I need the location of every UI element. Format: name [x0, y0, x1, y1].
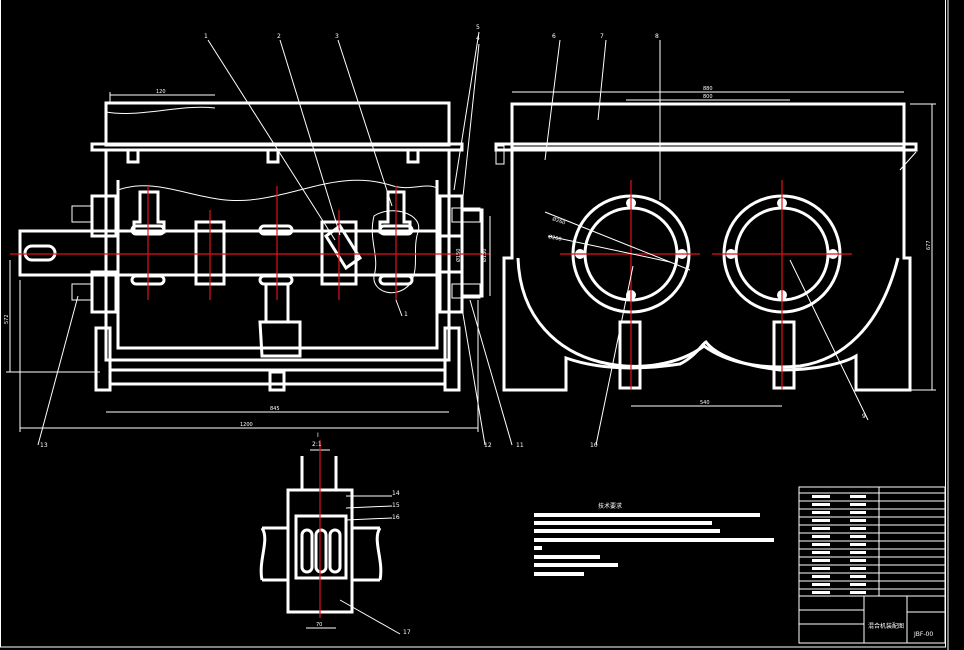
parts-list-entry: [812, 559, 830, 562]
part-label-9: 9: [862, 413, 866, 420]
part-label-3: 3: [335, 33, 339, 40]
dim-inner-length: 845: [270, 406, 280, 412]
technical-notes: [534, 513, 774, 576]
sheet-border: [0, 0, 946, 648]
parts-list-entry: [812, 511, 830, 514]
parts-list-entry: [812, 575, 830, 578]
tech-notes-title: 技术要求: [598, 502, 622, 510]
part-label-14: 14: [392, 490, 400, 497]
dim-top-left: 120: [156, 89, 166, 95]
dim-side-b: Ø150: [455, 249, 462, 262]
part-label-12: 12: [484, 442, 492, 449]
dim-total-length: 1200: [240, 422, 253, 428]
parts-list-entry: [850, 511, 866, 514]
drawing-name: 混合机装配图: [868, 622, 904, 630]
parts-list-entry: [850, 503, 866, 506]
part-label-6: 6: [552, 33, 556, 40]
parts-list-entry: [850, 567, 866, 570]
parts-list-entry: [850, 591, 866, 594]
title-block: [798, 486, 946, 644]
parts-list-entry: [812, 543, 830, 546]
dim-detail-bottom: 70: [316, 622, 322, 628]
dim-right-outer: 880: [703, 86, 713, 92]
parts-list-entry: [812, 591, 830, 594]
part-label-1: 1: [204, 33, 208, 40]
parts-list-entry: [850, 535, 866, 538]
dim-right-height: 677: [926, 240, 932, 250]
detail-view: [259, 440, 401, 635]
parts-list-entry: [850, 551, 866, 554]
parts-list-entry: [850, 495, 866, 498]
parts-list-entry: [812, 583, 830, 586]
dim-height-left: 572: [4, 314, 10, 324]
dim-right-inner: 800: [703, 94, 713, 100]
dim-diameter-1: Ø260: [551, 215, 566, 226]
part-label-1-detail: 1: [404, 311, 408, 318]
parts-list-entry: [850, 519, 866, 522]
front-section-view: [6, 31, 513, 446]
parts-list-entry: [812, 503, 830, 506]
part-label-2: 2: [277, 33, 281, 40]
parts-list-entry: [850, 583, 866, 586]
part-label-11: 11: [516, 442, 524, 449]
part-label-8: 8: [655, 33, 659, 40]
part-label-5: 5: [476, 24, 480, 31]
parts-list-entry: [812, 519, 830, 522]
dim-side-a: Ø130: [481, 249, 488, 262]
parts-list-entry: [812, 495, 830, 498]
part-label-4: 4: [476, 35, 480, 42]
parts-list-entry: [812, 527, 830, 530]
parts-list-entry: [812, 535, 830, 538]
parts-list-entry: [812, 567, 830, 570]
part-label-15: 15: [392, 502, 400, 509]
part-label-13: 13: [40, 442, 48, 449]
part-label-10: 10: [590, 442, 598, 449]
detail-scale: 2:1: [312, 441, 322, 448]
drawing-code: JBF-00: [913, 631, 933, 638]
dim-bottom-right: 540: [700, 400, 710, 406]
parts-list-entry: [850, 575, 866, 578]
parts-list-entry: [812, 551, 830, 554]
part-label-7: 7: [600, 33, 604, 40]
parts-list-entry: [850, 559, 866, 562]
part-label-17: 17: [403, 629, 411, 636]
parts-list-entry: [850, 543, 866, 546]
parts-list-entry: [850, 527, 866, 530]
dim-diameter-2: Ø200: [548, 233, 563, 243]
side-view: [494, 39, 936, 446]
part-label-16: 16: [392, 514, 400, 521]
detail-title: I: [317, 432, 319, 439]
